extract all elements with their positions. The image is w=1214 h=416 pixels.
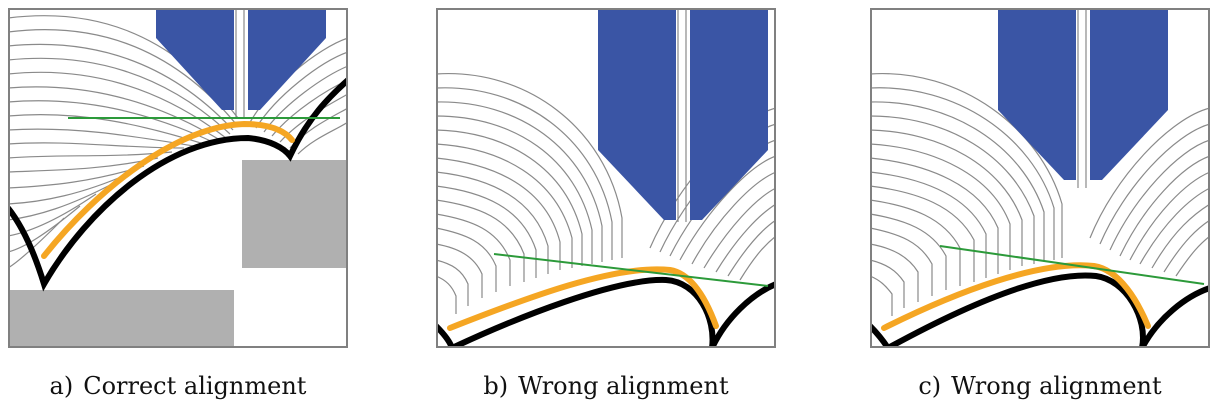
caption-correct-alignment: a) Correct alignment (8, 370, 348, 402)
caption-letter: b) (483, 372, 509, 400)
panel-wrong-alignment-c (870, 8, 1210, 348)
panel-frame (8, 8, 348, 348)
grain-lines-left (870, 73, 1063, 316)
caption-text: Wrong alignment (518, 372, 729, 400)
gray-block-bottom (8, 290, 234, 348)
active-boundary (881, 262, 1151, 331)
alignment-line (493, 253, 769, 287)
grain-boundary (8, 77, 348, 292)
grain-lines-center (677, 8, 687, 222)
grain-lines-left (8, 15, 239, 269)
panel-wrong-alignment-b (436, 8, 776, 348)
caption-text: Correct alignment (83, 372, 307, 400)
active-boundary (447, 266, 719, 331)
panel-correct-alignment (8, 8, 348, 348)
active-boundary (41, 120, 295, 259)
panel-frame (436, 8, 776, 348)
grain-lines-center (1077, 8, 1087, 188)
caption-letter: a) (49, 372, 74, 400)
nozzle-right (690, 8, 768, 220)
gray-block-right (242, 160, 348, 268)
nozzle-left (156, 8, 234, 110)
nozzle-left (598, 8, 676, 220)
diagram-correct-alignment (8, 8, 348, 348)
caption-wrong-alignment-c: c) Wrong alignment (870, 370, 1210, 402)
caption-text: Wrong alignment (951, 372, 1162, 400)
panel-frame (870, 8, 1210, 348)
caption-wrong-alignment-b: b) Wrong alignment (436, 370, 776, 402)
alignment-line (939, 245, 1205, 285)
diagram-wrong-alignment-c (870, 8, 1210, 348)
grain-lines-center (235, 8, 245, 118)
diagram-wrong-alignment-b (436, 8, 776, 348)
grain-lines-left (436, 73, 623, 314)
nozzle-left (998, 8, 1076, 180)
nozzle-right (248, 8, 326, 110)
grain-lines-right (1089, 107, 1210, 277)
caption-letter: c) (918, 372, 942, 400)
nozzle-right (1090, 8, 1168, 180)
